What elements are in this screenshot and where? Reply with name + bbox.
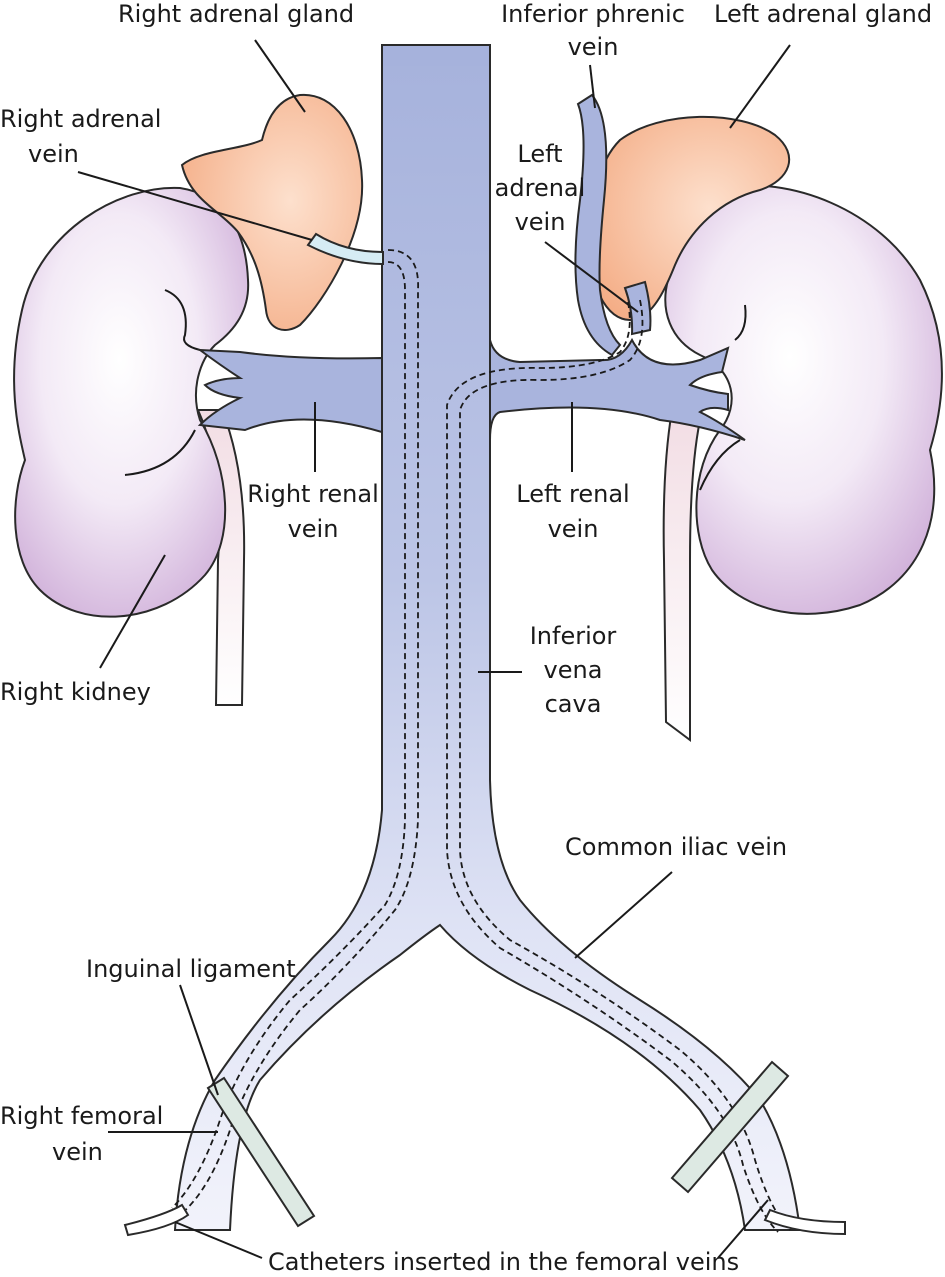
- label-left-adrenal-gland: Left adrenal gland: [714, 0, 932, 28]
- label-right-renal-vein-1: Right renal: [247, 480, 379, 508]
- left-kidney-lobe-line: [734, 304, 747, 341]
- right-renal-vein: [196, 348, 383, 434]
- label-inferior-vena-cava-1: Inferior: [530, 622, 617, 650]
- label-left-adrenal-vein-2: adrenal: [495, 174, 586, 202]
- label-left-adrenal-vein-3: vein: [515, 208, 566, 236]
- label-catheters: Catheters inserted in the femoral veins: [268, 1248, 739, 1276]
- label-right-adrenal-vein-2: vein: [28, 140, 79, 168]
- label-common-iliac-vein: Common iliac vein: [565, 833, 787, 861]
- leader-inguinal-ligament: [179, 984, 219, 1096]
- label-left-renal-vein-2: vein: [548, 515, 599, 543]
- label-right-femoral-vein-1: Right femoral: [0, 1102, 163, 1130]
- label-left-adrenal-vein-1: Left: [517, 140, 562, 168]
- left-inguinal-ligament: [670, 1060, 790, 1194]
- leader-right-adrenal-vein: [77, 171, 313, 241]
- right-kidney-lobe-line-2: [124, 429, 196, 476]
- label-inferior-vena-cava-3: cava: [545, 690, 602, 718]
- leader-inferior-phrenic-vein: [589, 64, 596, 109]
- catheter-tail-right: [123, 1203, 190, 1237]
- right-inguinal-ligament: [206, 1076, 316, 1228]
- right-adrenal-gland: [180, 93, 364, 331]
- leader-left-adrenal-vein: [544, 241, 639, 313]
- label-right-adrenal-gland: Right adrenal gland: [118, 0, 354, 28]
- inferior-phrenic-vein: [574, 93, 622, 357]
- right-kidney: [13, 186, 250, 618]
- label-right-adrenal-vein-1: Right adrenal: [0, 105, 161, 133]
- catheter-right-adrenal-2: [171, 261, 406, 1209]
- left-kidney: [664, 184, 943, 615]
- leader-left-adrenal-gland: [729, 44, 791, 129]
- inferior-vena-cava: [173, 44, 802, 1231]
- label-right-kidney: Right kidney: [0, 678, 151, 706]
- label-right-renal-vein-2: vein: [288, 515, 339, 543]
- leader-catheters-left: [717, 1199, 769, 1259]
- catheter-right-adrenal: [179, 249, 419, 1216]
- label-left-renal-vein-1: Left renal: [516, 480, 629, 508]
- left-renal-vein: [489, 337, 746, 441]
- label-inferior-phrenic-vein-2: vein: [568, 33, 619, 61]
- left-adrenal-vein: [623, 280, 652, 336]
- label-inguinal-ligament: Inguinal ligament: [86, 955, 296, 983]
- leader-right-adrenal-gland: [254, 39, 306, 113]
- right-kidney-lobe-line: [164, 289, 201, 351]
- label-inferior-vena-cava-2: vena: [544, 656, 603, 684]
- label-right-femoral-vein-2: vein: [52, 1138, 103, 1166]
- left-ureter: [662, 408, 702, 742]
- ivc-top: [383, 46, 489, 66]
- right-adrenal-vein: [306, 232, 384, 266]
- catheter-tail-left: [763, 1208, 846, 1236]
- label-inferior-phrenic-vein-1: Inferior phrenic: [501, 0, 685, 28]
- left-kidney-lobe-line-2: [699, 439, 741, 491]
- leader-common-iliac-vein: [574, 871, 673, 959]
- leader-right-kidney: [99, 554, 166, 669]
- leader-catheters-right: [174, 1221, 263, 1259]
